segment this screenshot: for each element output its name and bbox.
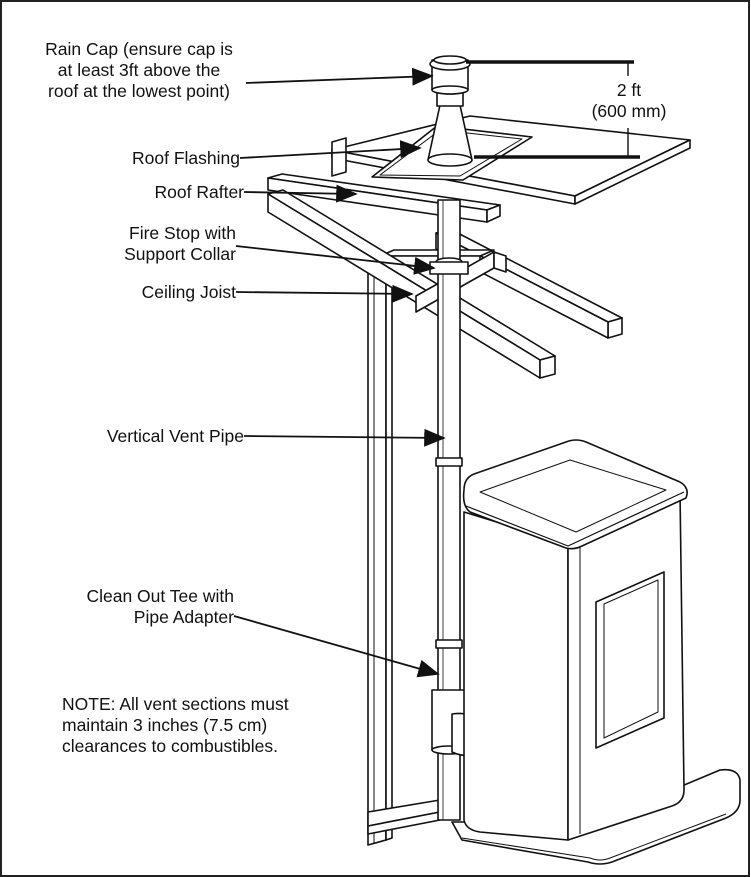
roof-rafter-label: Roof Rafter	[154, 182, 244, 202]
ceiling-joists	[267, 189, 623, 379]
clean-out-leader	[233, 615, 440, 678]
rain-cap-label: Rain Cap (ensure cap is at least 3ft abo…	[45, 39, 233, 101]
height-dimension-label: 2 ft (600 mm)	[591, 80, 667, 121]
vent-pipe-leader	[243, 428, 446, 447]
rain-cap-leader	[245, 67, 434, 86]
vent-pipe	[429, 199, 485, 821]
pellet-stove	[451, 439, 741, 865]
fire-stop-label: Fire Stop with Support Collar	[124, 223, 236, 264]
roof-rafter-leader	[243, 184, 358, 203]
ceiling-joist-leader	[235, 284, 414, 303]
ceiling-joist-label: Ceiling Joist	[141, 282, 236, 302]
roof-flashing-label: Roof Flashing	[132, 148, 240, 168]
clean-out-tee-label: Clean Out Tee with Pipe Adapter	[86, 586, 234, 627]
wall-frame	[367, 256, 441, 846]
vertical-vent-pipe-label: Vertical Vent Pipe	[106, 426, 244, 446]
rain-cap-assembly	[427, 55, 473, 167]
roof-flashing-leader	[239, 140, 422, 159]
fire-stop-leader	[235, 245, 436, 275]
clearance-note: NOTE: All vent sections must maintain 3 …	[62, 694, 289, 756]
height-dimension	[466, 60, 640, 159]
